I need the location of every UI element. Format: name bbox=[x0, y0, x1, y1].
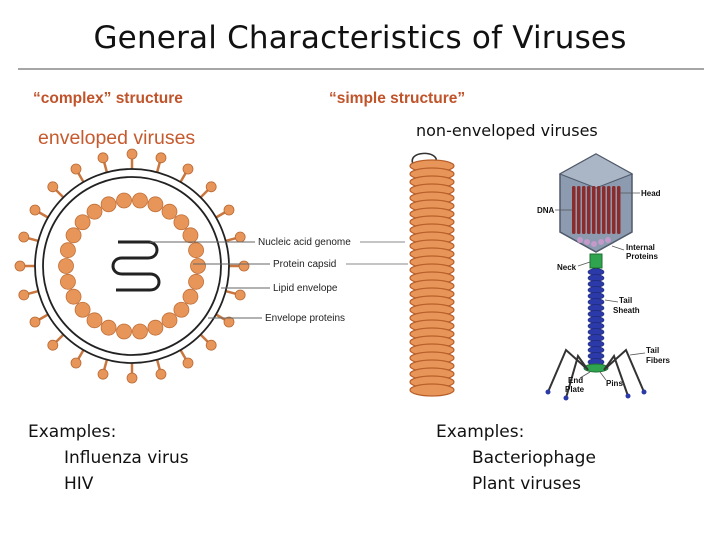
phage-fiber-tips bbox=[545, 389, 647, 401]
annotation-internal-proteins-1: Internal bbox=[626, 243, 655, 252]
annotation-neck: Neck bbox=[557, 263, 577, 272]
phage-head-top-facet bbox=[558, 153, 634, 189]
phage-dna bbox=[572, 186, 621, 234]
enveloped-virus-diagram: Nucleic acid genome Protein capsid Lipid… bbox=[14, 148, 408, 384]
protein-capsid bbox=[58, 192, 206, 340]
annotation-head: Head bbox=[641, 189, 661, 198]
annotation-end-plate-2: Plate bbox=[565, 385, 585, 394]
annotation-tail-sheath-2: Sheath bbox=[613, 306, 640, 315]
complex-structure-label: “complex” structure bbox=[33, 90, 183, 107]
examples-heading: Examples: bbox=[436, 422, 525, 442]
annotation-internal-proteins-2: Proteins bbox=[626, 252, 659, 261]
annotation-tail-fibers-2: Fibers bbox=[646, 356, 671, 365]
examples-enveloped: Examples: Influenza virus HIV bbox=[28, 419, 189, 497]
example-item: HIV bbox=[64, 474, 94, 494]
examples-heading: Examples: bbox=[28, 422, 117, 442]
annotation-protein-capsid: Protein capsid bbox=[273, 259, 336, 270]
annotation-end-plate-1: End bbox=[568, 376, 583, 385]
annotation-tail-fibers-1: Tail bbox=[646, 346, 659, 355]
annotation-dna: DNA bbox=[537, 206, 555, 215]
phage-end-plate bbox=[583, 363, 609, 373]
annotation-lipid-envelope: Lipid envelope bbox=[273, 283, 338, 294]
enveloped-viruses-label: enveloped viruses bbox=[38, 127, 196, 149]
bacteriophage-diagram: Head DNA Internal Proteins Neck Tail She… bbox=[537, 153, 671, 401]
internal-proteins bbox=[577, 237, 611, 247]
non-enveloped-viruses-label: non-enveloped viruses bbox=[416, 121, 598, 140]
helical-capsid bbox=[409, 159, 455, 397]
phage-neck bbox=[589, 253, 603, 269]
example-item: Influenza virus bbox=[64, 448, 189, 468]
example-item: Bacteriophage bbox=[472, 448, 596, 468]
annotation-nucleic-acid: Nucleic acid genome bbox=[258, 237, 351, 248]
title-divider bbox=[18, 68, 704, 70]
phage-leader-lines bbox=[555, 192, 646, 381]
envelope-protein-spikes bbox=[14, 148, 250, 384]
annotation-pins: Pins bbox=[606, 379, 623, 388]
slide-title: General Characteristics of Viruses bbox=[93, 20, 627, 56]
annotation-envelope-proteins: Envelope proteins bbox=[265, 313, 345, 324]
helical-virus-diagram bbox=[409, 152, 455, 397]
example-item: Plant viruses bbox=[472, 474, 581, 494]
simple-structure-label: “simple structure” bbox=[329, 90, 466, 107]
phage-tail-sheath bbox=[587, 268, 605, 366]
examples-non-enveloped: Examples: Bacteriophage Plant viruses bbox=[436, 419, 596, 497]
phage-tail-fibers bbox=[547, 348, 645, 399]
rna-strand-tip bbox=[411, 152, 437, 167]
nucleic-acid-genome bbox=[111, 240, 161, 292]
annotation-tail-sheath-1: Tail bbox=[619, 296, 632, 305]
